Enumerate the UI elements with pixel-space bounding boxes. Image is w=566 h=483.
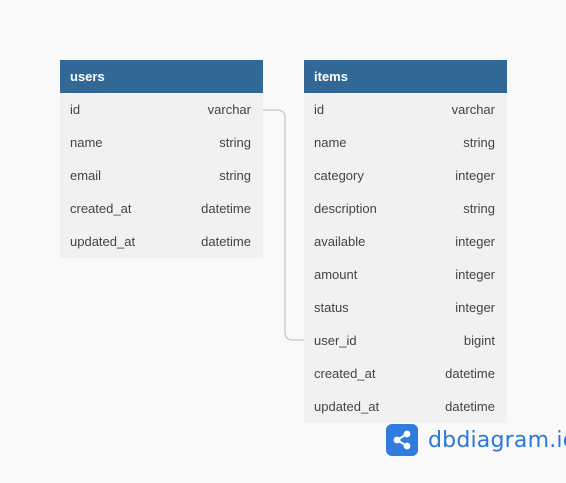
field-name: name — [314, 135, 347, 150]
field-type: integer — [455, 168, 495, 183]
field-row-items-user-id[interactable]: user_id bigint — [304, 324, 507, 357]
field-row-items-status[interactable]: status integer — [304, 291, 507, 324]
field-name: id — [70, 102, 81, 117]
field-row-users-updated-at[interactable]: updated_at datetime — [60, 225, 263, 258]
field-type: string — [219, 135, 251, 150]
field-type: string — [219, 168, 251, 183]
field-type: bigint — [463, 333, 495, 348]
field-name: email — [70, 168, 102, 183]
field-name: user_id — [314, 333, 357, 348]
field-row-items-category[interactable]: category integer — [304, 159, 507, 192]
field-type: datetime — [201, 201, 251, 216]
relation-line-users-id-to-items-user-id — [263, 109, 304, 341]
field-name: name — [70, 135, 103, 150]
field-name: status — [314, 300, 349, 315]
field-type: string — [463, 135, 495, 150]
field-name: created_at — [314, 366, 376, 381]
field-row-users-email[interactable]: email string — [60, 159, 263, 192]
field-row-users-id[interactable]: id varchar — [60, 93, 263, 126]
field-row-users-created-at[interactable]: created_at datetime — [60, 192, 263, 225]
table-header-items[interactable]: items — [304, 60, 507, 93]
field-row-items-name[interactable]: name string — [304, 126, 507, 159]
field-name: available — [314, 234, 366, 249]
field-type: varchar — [207, 102, 251, 117]
field-row-items-description[interactable]: description string — [304, 192, 507, 225]
field-name: amount — [314, 267, 358, 282]
field-row-items-amount[interactable]: amount integer — [304, 258, 507, 291]
field-row-items-available[interactable]: available integer — [304, 225, 507, 258]
table-header-users[interactable]: users — [60, 60, 263, 93]
field-type: datetime — [201, 234, 251, 249]
brand-name: dbdiagram.io — [428, 427, 566, 453]
field-name: updated_at — [314, 399, 380, 414]
field-row-items-updated-at[interactable]: updated_at datetime — [304, 390, 507, 423]
field-type: string — [463, 201, 495, 216]
field-row-items-id[interactable]: id varchar — [304, 93, 507, 126]
brand-watermark[interactable]: dbdiagram.io — [386, 424, 566, 456]
field-name: category — [314, 168, 364, 183]
field-name: updated_at — [70, 234, 136, 249]
share-icon — [386, 424, 418, 456]
field-type: datetime — [445, 366, 495, 381]
table-items[interactable]: items id varchar name string category in… — [304, 60, 507, 423]
field-name: id — [314, 102, 325, 117]
table-users[interactable]: users id varchar name string email strin… — [60, 60, 263, 258]
field-type: integer — [455, 267, 495, 282]
field-row-users-name[interactable]: name string — [60, 126, 263, 159]
field-row-items-created-at[interactable]: created_at datetime — [304, 357, 507, 390]
field-type: integer — [455, 300, 495, 315]
field-name: created_at — [70, 201, 132, 216]
field-type: integer — [455, 234, 495, 249]
field-name: description — [314, 201, 377, 216]
field-type: datetime — [445, 399, 495, 414]
field-type: varchar — [451, 102, 495, 117]
